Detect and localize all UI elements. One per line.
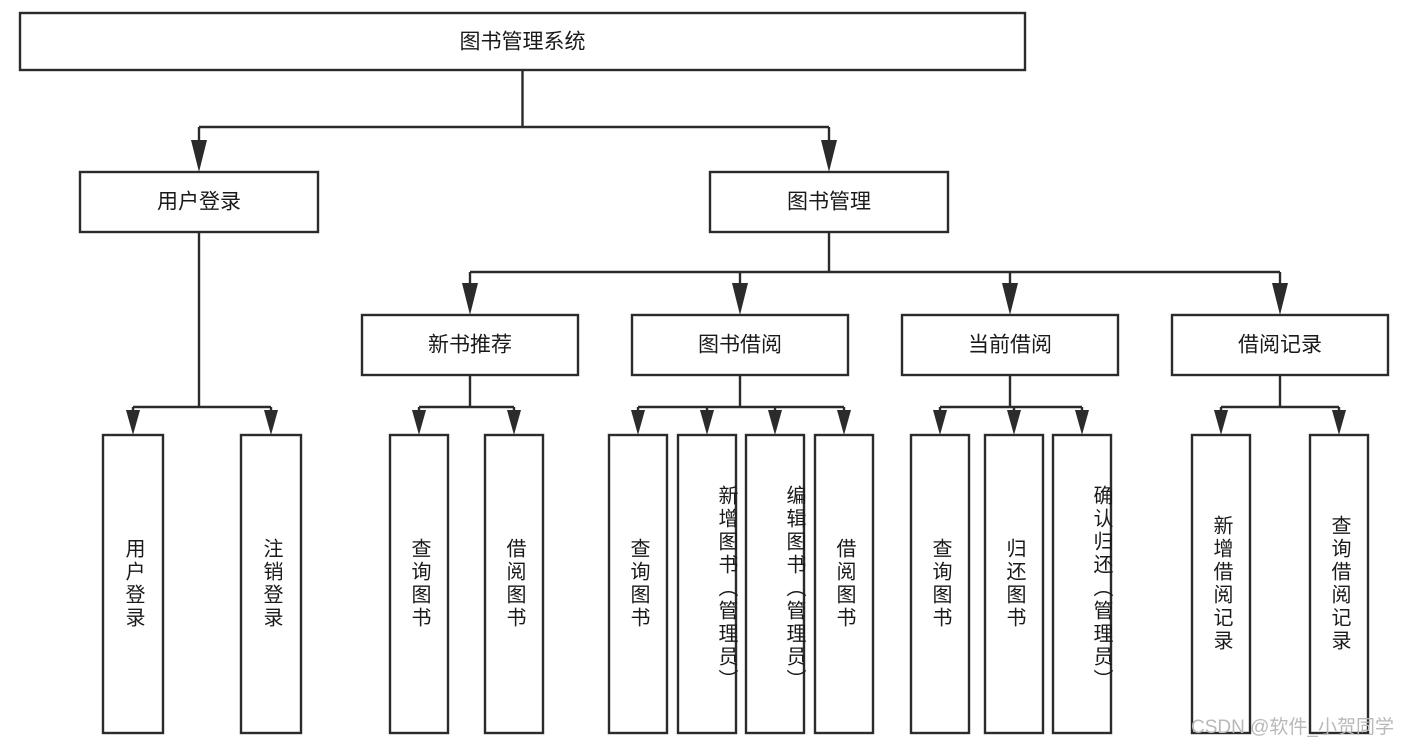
node-leaf-query-book-borrow-box[interactable] [607,433,669,735]
arrow-head-leaf-edit-book-admin [768,410,782,435]
node-book-management[interactable]: 图书管理 [708,170,950,234]
arrow-head-book-management [821,140,837,172]
arrow-head-leaf-logout [264,410,278,435]
arrow-head-leaf-query-book-new [412,410,426,435]
arrow-head-leaf-add-borrow-record [1214,410,1228,435]
node-leaf-return-book-box[interactable] [983,433,1045,735]
node-user-login-label: 用户登录 [157,191,241,214]
node-new-book-recommend-box[interactable] [360,313,580,377]
node-leaf-query-borrow-record-box[interactable] [1308,433,1370,735]
arrow-head-borrow-records [1272,283,1288,315]
arrow-head-leaf-borrow-book [837,410,851,435]
node-user-login-box[interactable] [78,170,320,234]
node-borrow-records-label: 借阅记录 [1238,334,1322,357]
node-new-book-recommend-label: 新书推荐 [428,334,512,357]
node-book-management-label: 图书管理 [787,191,871,214]
node-current-borrow-box[interactable] [900,313,1120,377]
connector-group-root [191,70,837,172]
node-leaf-query-book-current-box[interactable] [909,433,971,735]
arrow-head-leaf-user-login [126,410,140,435]
node-book-management-box[interactable] [708,170,950,234]
node-leaf-query-book-new-box[interactable] [388,433,450,735]
arrow-head-leaf-query-book-current [933,410,947,435]
node-new-book-recommend[interactable]: 新书推荐 [360,313,580,377]
connector-group-new-book [412,375,521,435]
node-leaf-borrow-book-box[interactable] [813,433,875,735]
node-leaf-add-borrow-record-box[interactable] [1190,433,1252,735]
arrow-head-book-borrow [732,283,748,315]
node-borrow-records-box[interactable] [1170,313,1390,377]
node-leaf-edit-book-admin-box[interactable] [744,433,806,735]
node-leaf-add-book-admin-box[interactable] [676,433,738,735]
arrow-head-leaf-query-book-borrow [631,410,645,435]
node-leaf-logout-box[interactable] [239,433,303,735]
arrow-head-new-book-recommend [462,283,478,315]
node-current-borrow-label: 当前借阅 [968,334,1052,357]
node-leaf-confirm-return-admin-box[interactable] [1051,433,1113,735]
connector-group-book-management [462,232,1288,315]
node-leaf-user-login-box[interactable] [101,433,165,735]
node-current-borrow[interactable]: 当前借阅 [900,313,1120,377]
node-user-login[interactable]: 用户登录 [78,170,320,234]
arrow-head-leaf-confirm-return-admin [1075,410,1089,435]
node-book-borrow-box[interactable] [630,313,850,377]
connector-group-user-login [126,232,278,435]
leaf-boxes [101,433,1370,735]
arrow-head-leaf-add-book-admin [700,410,714,435]
node-root-box[interactable] [18,11,1027,72]
arrow-head-leaf-borrow-book-new [507,410,521,435]
node-root-label: 图书管理系统 [460,31,586,54]
node-leaf-borrow-book-new-box[interactable] [483,433,545,735]
arrow-head-leaf-query-borrow-record [1332,410,1346,435]
connector-group-book-borrow [631,375,851,435]
node-book-borrow-label: 图书借阅 [698,334,782,357]
arrow-head-user-login [191,140,207,172]
connector-group-current-borrow [933,375,1089,435]
arrow-head-leaf-return-book [1007,410,1021,435]
node-book-borrow[interactable]: 图书借阅 [630,313,850,377]
connector-group-borrow-records [1214,375,1346,435]
node-root[interactable]: 图书管理系统 [18,11,1027,72]
node-borrow-records[interactable]: 借阅记录 [1170,313,1390,377]
arrow-head-current-borrow [1002,283,1018,315]
watermark-text: CSDN @软件_小贺同学 [1191,717,1394,738]
